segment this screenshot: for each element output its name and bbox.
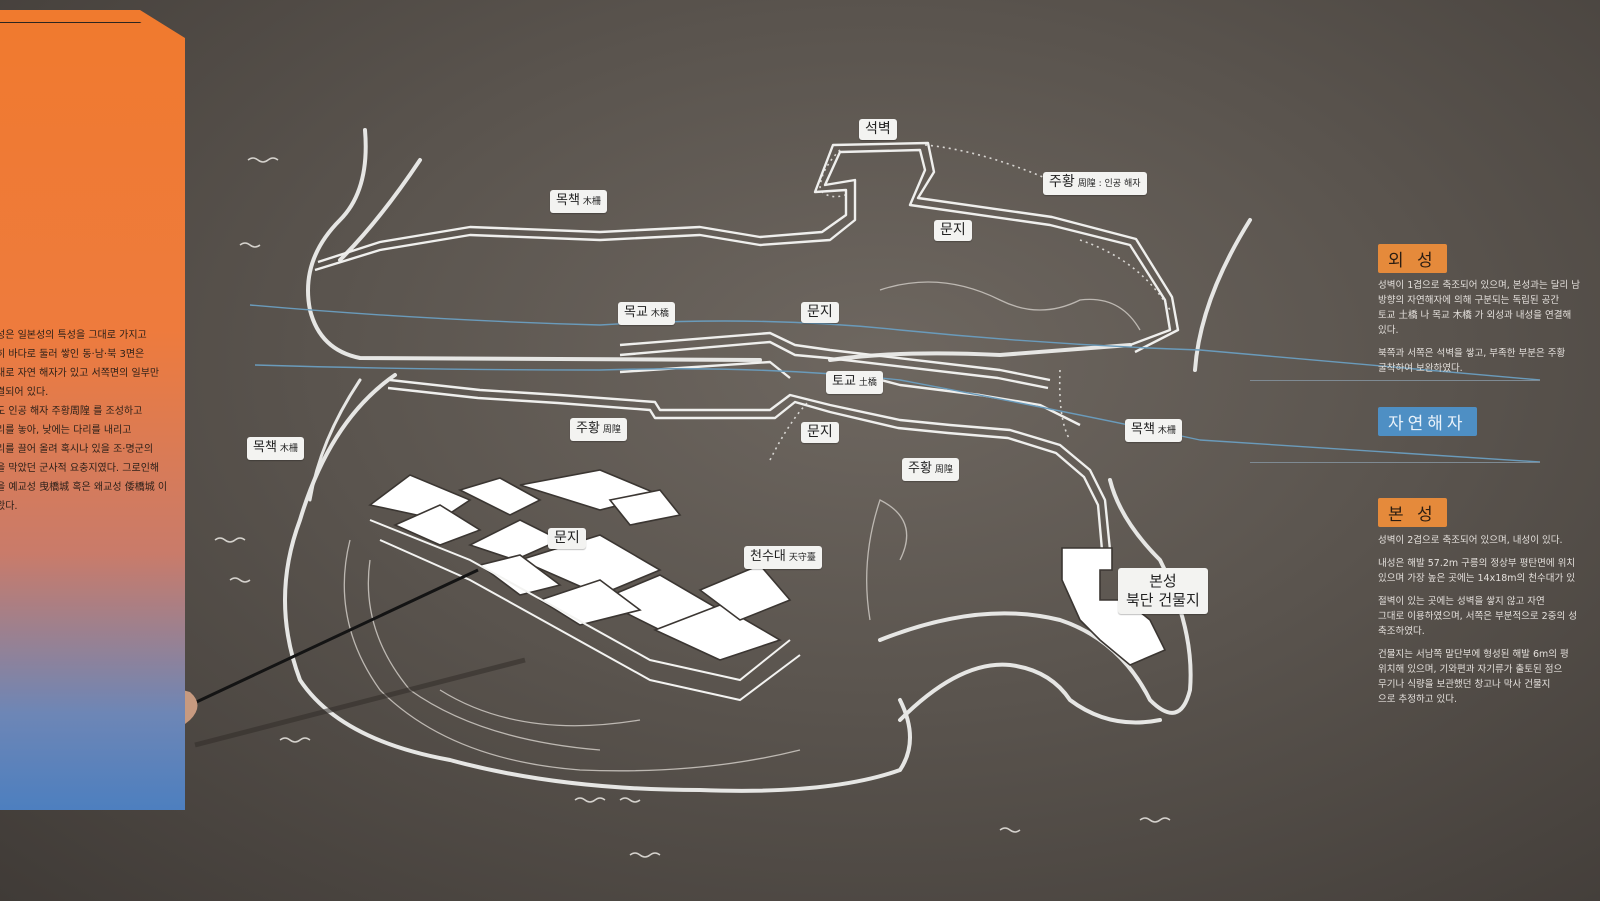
label-sub: 木柵 <box>1157 426 1176 436</box>
legend-line: 그대로 이용하였으며, 서쪽은 부분적으로 2중의 성 <box>1378 611 1577 622</box>
label-sub: 周隍 <box>602 425 621 435</box>
panel-frame <box>0 22 176 797</box>
legend-jayeonhaeja-title: 자연해자 <box>1378 407 1477 436</box>
label-seokbyeok: 석벽 <box>859 119 897 140</box>
label-text: 주황 <box>1049 174 1075 190</box>
legend-line: 으로 추정하고 있다. <box>1378 694 1457 705</box>
legend-divider <box>1250 380 1540 381</box>
legend-line: 위치해 있으며, 기와편과 자기류가 출토된 점으 <box>1378 664 1563 675</box>
label-sub: 土橋 <box>858 378 877 388</box>
label-munji-4: 문지 <box>548 528 586 549</box>
label-munji-2: 문지 <box>801 302 839 323</box>
legend-line: 내성은 해발 57.2m 구릉의 정상부 평탄면에 위치 <box>1378 558 1576 569</box>
sea-waves <box>214 157 1171 858</box>
label-text: 문지 <box>807 304 833 320</box>
panel-line: 왔다. <box>0 501 18 512</box>
label-text: 문지 <box>554 530 580 546</box>
panel-line: 대로 자연 해자가 있고 서쪽면의 일부만 <box>0 368 160 379</box>
label-munji-3: 문지 <box>801 422 839 443</box>
contour-lines <box>343 281 1141 772</box>
legend-line: 있다. <box>1378 325 1399 336</box>
orange-info-panel <box>0 10 185 810</box>
label-text: 목교 <box>624 305 648 320</box>
legend-divider <box>1250 462 1540 463</box>
panel-line: 성은 일본성의 특성을 그대로 가지고 <box>0 330 147 341</box>
panel-line: 리를 끌어 올려 혹시나 있을 조·명군의 <box>0 444 154 455</box>
legend-line: 건물지는 서남쪽 말단부에 형성된 해발 6m의 평 <box>1378 649 1569 660</box>
label-sub: 木柵 <box>582 197 601 207</box>
label-line: 북단 건물지 <box>1126 591 1200 609</box>
keep-walls <box>369 519 801 702</box>
legend-bonseong-text: 성벽이 2겹으로 축조되어 있으며, 내성이 있다. 내성은 해발 57.2m … <box>1378 533 1600 707</box>
label-text: 문지 <box>940 222 966 238</box>
legend-bonseong-title: 본 성 <box>1378 498 1447 527</box>
legend-line: 성벽이 2겹으로 축조되어 있으며, 내성이 있다. <box>1378 535 1563 546</box>
label-sub: 周隍 : 인공 해자 <box>1077 179 1141 189</box>
panel-line: 을 막았던 군사적 요충지였다. 그로인해 <box>0 463 160 474</box>
legend-line: 무기나 식량을 보관했던 창고나 막사 건물지 <box>1378 679 1551 690</box>
label-sub: 木柵 <box>279 444 298 454</box>
label-text: 주황 <box>908 461 932 476</box>
terrain-outlines <box>283 128 1252 793</box>
legend-line: 방향의 자연해자에 의해 구분되는 독립된 공간 <box>1378 295 1560 306</box>
legend-line: 굴착하여 보완하였다. <box>1378 363 1463 374</box>
label-bonseong-building: 본성 북단 건물지 <box>1118 568 1208 614</box>
north-building <box>1061 547 1167 666</box>
panel-line: 을 예교성 曳橋城 혹은 왜교성 倭橋城 이 <box>0 482 168 493</box>
panel-line: 결되어 있다. <box>0 387 49 398</box>
legend-oeseong-text: 성벽이 1겹으로 축조되어 있으며, 본성과는 달리 남 방향의 자연해자에 의… <box>1378 278 1600 376</box>
panel-line: 리를 놓아, 낮에는 다리를 내리고 <box>0 425 132 436</box>
dotted-paths <box>769 144 1171 461</box>
label-text: 토교 <box>832 374 856 389</box>
panel-description: 성은 일본성의 특성을 그대로 가지고 히 바다로 둘러 쌓인 동·남·북 3면… <box>0 326 168 516</box>
label-text: 주황 <box>576 421 600 436</box>
label-munji-1: 문지 <box>934 220 972 241</box>
legend-line: 있으며 가장 높은 곳에는 14x18m의 천수대가 있 <box>1378 573 1576 584</box>
water-lines <box>249 304 1541 463</box>
label-text: 석벽 <box>865 121 891 137</box>
legend-line: 성벽이 1겹으로 축조되어 있으며, 본성과는 달리 남 <box>1378 280 1580 291</box>
label-line: 본성 <box>1149 572 1177 590</box>
label-text: 목책 <box>556 193 580 208</box>
keep-buildings <box>368 469 792 661</box>
legend-line: 북쪽과 서쪽은 석벽을 쌓고, 부족한 부분은 주황 <box>1378 348 1566 359</box>
legend-line: 절벽이 있는 곳에는 성벽을 쌓지 않고 자연 <box>1378 596 1545 607</box>
label-sub: 周隍 <box>934 465 953 475</box>
label-text: 문지 <box>807 424 833 440</box>
label-text: 목책 <box>1131 422 1155 437</box>
label-sub: 木橋 <box>650 309 669 319</box>
legend-line: 축조하였다. <box>1378 626 1425 637</box>
panel-line: 히 바다로 둘러 쌓인 동·남·북 3면은 <box>0 349 145 360</box>
legend-line: 토교 土橋 나 목교 木橋 가 외성과 내성을 연결해 <box>1378 310 1572 321</box>
panel-line: 도 인공 해자 주황周隍 를 조성하고 <box>0 406 143 417</box>
label-sub: 天守臺 <box>788 553 816 563</box>
legend-oeseong-title: 외 성 <box>1378 244 1447 273</box>
label-text: 천수대 <box>750 549 786 564</box>
label-text: 목책 <box>253 440 277 455</box>
